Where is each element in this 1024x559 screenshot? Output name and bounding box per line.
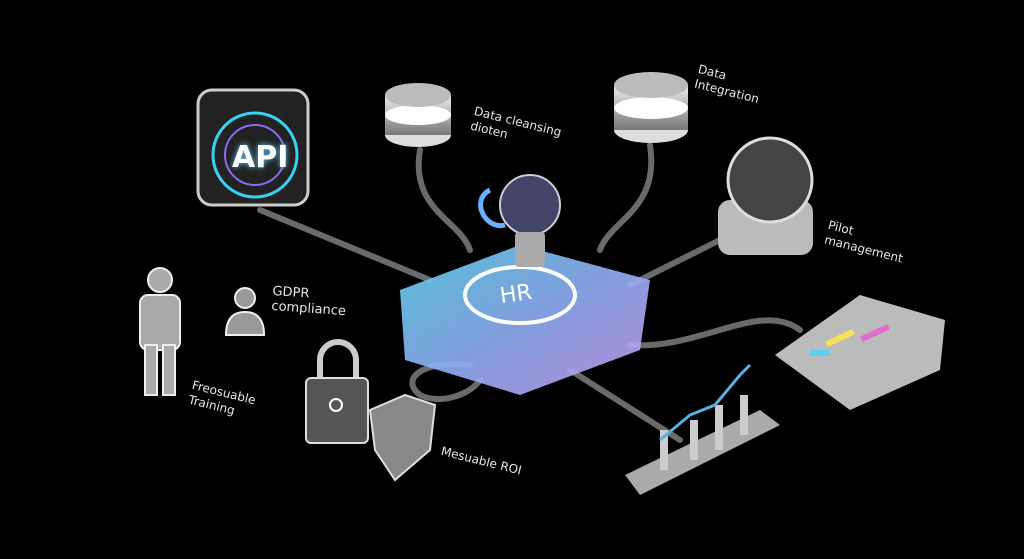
gdpr-compliance-label: GDPR compliance	[271, 284, 348, 319]
hr-hub	[400, 245, 650, 395]
map-panel-icon	[775, 295, 945, 410]
person-icon	[139, 267, 181, 396]
api-label: API	[232, 140, 289, 175]
database-icon-cleansing	[385, 83, 451, 147]
database-icon-integration	[614, 72, 688, 143]
shield-icon	[368, 393, 437, 482]
hr-hub-label: HR	[498, 279, 534, 310]
lightbulb-icon	[478, 174, 561, 267]
camera-icon	[718, 136, 814, 255]
bar-chart-icon	[625, 363, 780, 495]
user-icon	[224, 287, 266, 336]
api-node	[196, 88, 310, 207]
lock-icon	[305, 339, 369, 444]
